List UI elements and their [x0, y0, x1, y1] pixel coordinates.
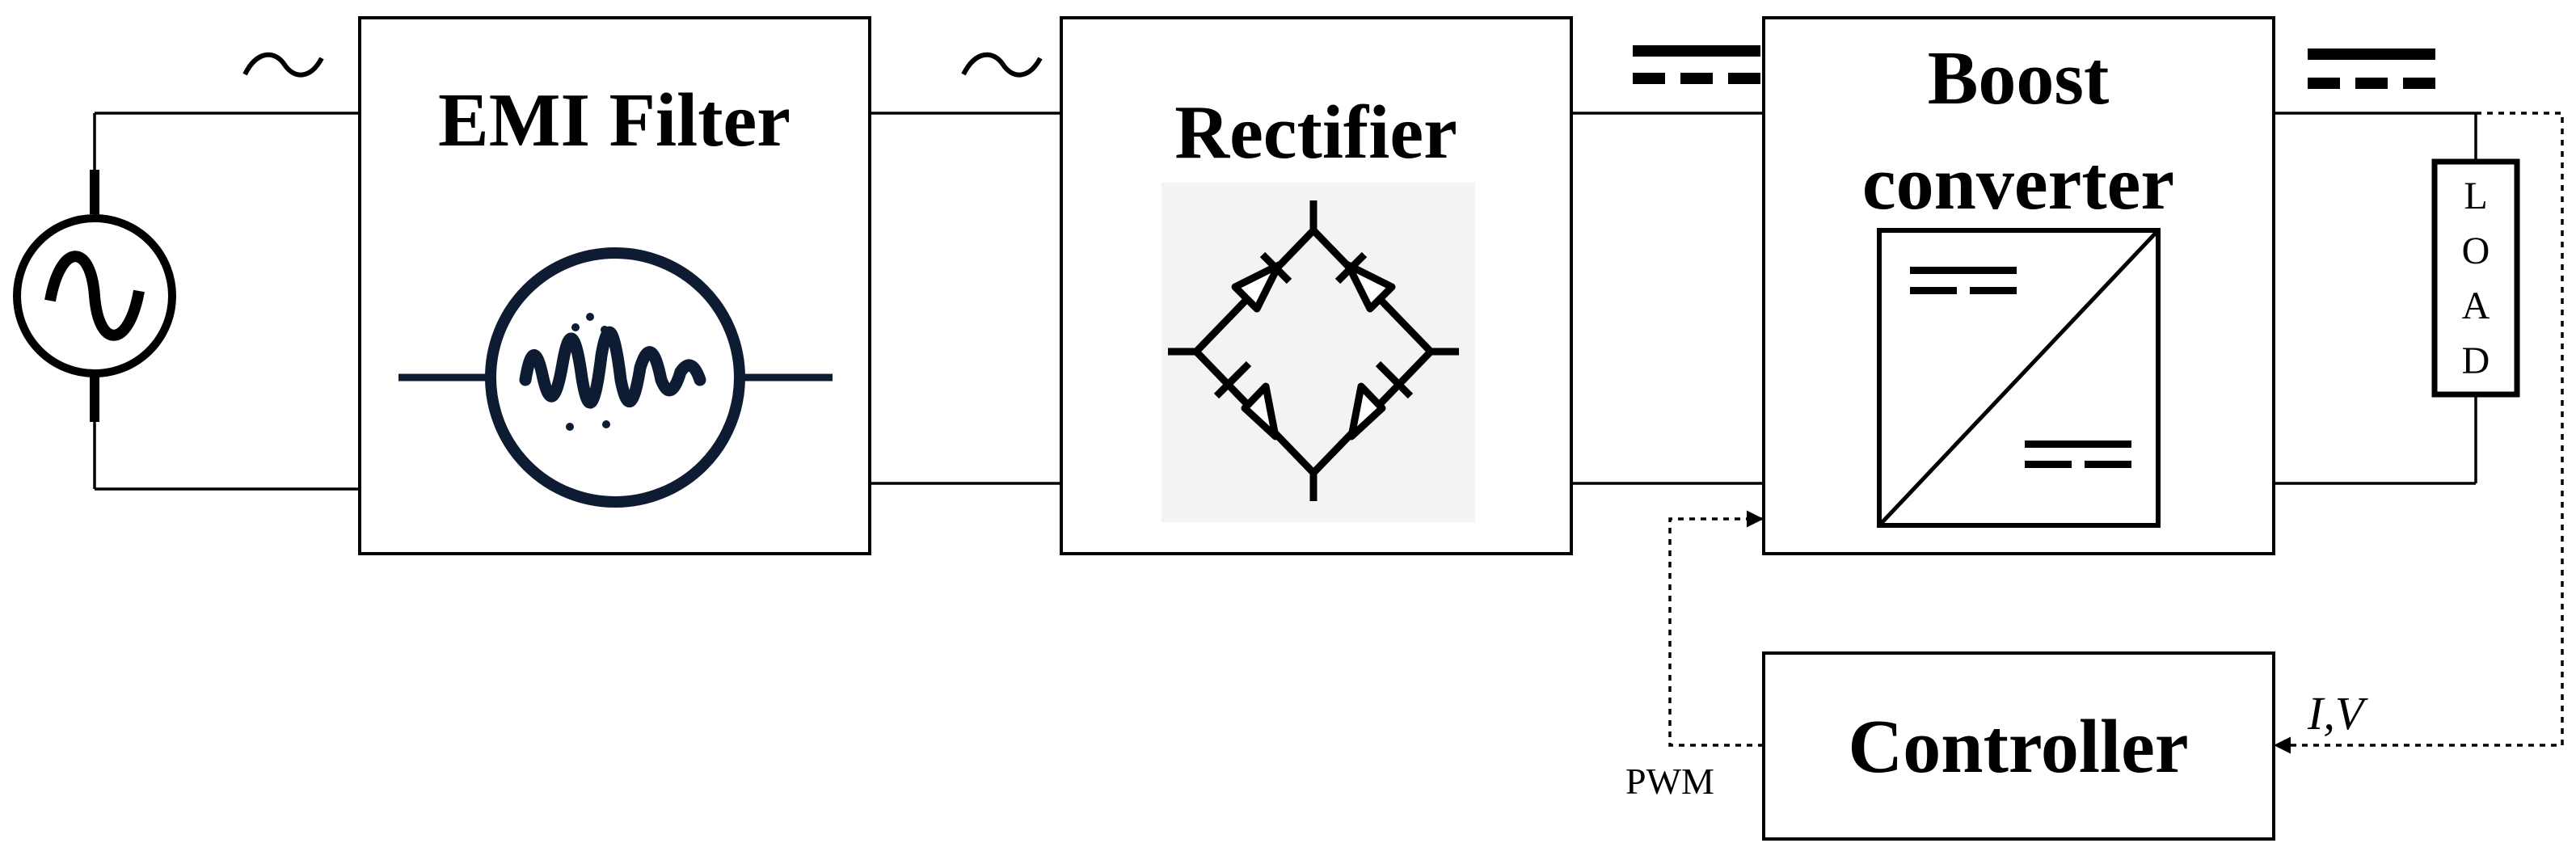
- dc-symbol-icon: [1633, 45, 1760, 84]
- ac-source-icon: [13, 112, 360, 491]
- emi-noise-icon: [398, 247, 833, 508]
- rectifier-label: Rectifier: [1174, 91, 1457, 175]
- controller-block: Controller: [1762, 651, 2275, 841]
- feedback-line: [2274, 112, 2564, 754]
- diode-bridge-icon: [1168, 200, 1459, 501]
- dc-dc-converter-icon: [1877, 228, 2161, 528]
- emi-filter-label: EMI Filter: [438, 78, 791, 162]
- load-letter: D: [2462, 339, 2490, 382]
- load-letter: O: [2462, 230, 2490, 272]
- feedback-label: I,V: [2307, 687, 2369, 740]
- controller-label: Controller: [1848, 705, 2188, 789]
- boost-label-line1: Boost: [1928, 36, 2110, 120]
- ac-symbol-icon: [961, 52, 1043, 78]
- pwm-line: [1668, 510, 1764, 747]
- load-letter: A: [2462, 285, 2490, 327]
- emi-filter-block: EMI Filter: [358, 16, 871, 555]
- pwm-label: PWM: [1625, 761, 1714, 802]
- load-letter: L: [2464, 175, 2487, 217]
- dc-symbol-icon: [2308, 48, 2435, 89]
- boost-converter-block: Boost converter: [1762, 16, 2275, 555]
- load-block: L O A D: [2431, 158, 2520, 398]
- rectifier-block: Rectifier: [1060, 16, 1573, 555]
- boost-label-line2: converter: [1862, 141, 2174, 226]
- ac-symbol-icon: [242, 52, 324, 78]
